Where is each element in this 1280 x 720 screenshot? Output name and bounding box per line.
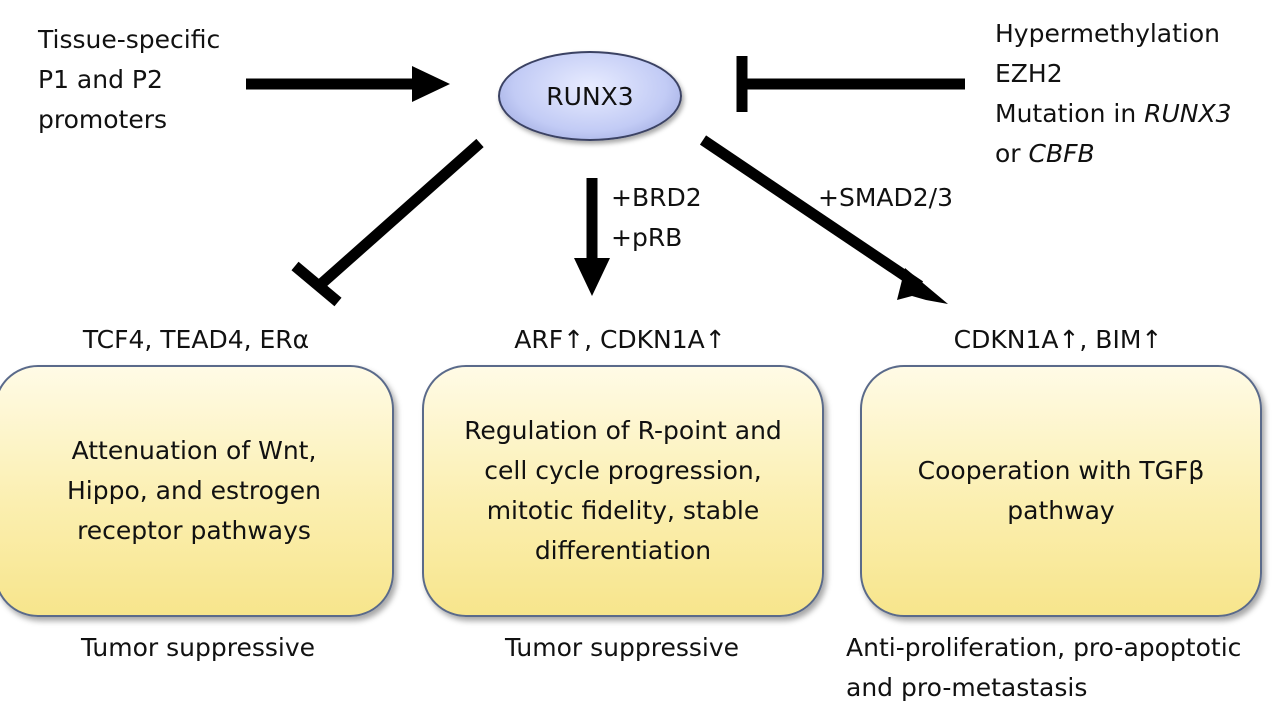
inhibitor-line: Hypermethylation	[995, 19, 1221, 48]
outcome-line: and pro-metastasis	[846, 673, 1088, 702]
box-line: Regulation of R-point and	[464, 416, 782, 445]
box-left: Attenuation of Wnt, Hippo, and estrogen …	[0, 365, 394, 617]
box-line: Hippo, and estrogen	[67, 476, 321, 505]
gene-name: RUNX3	[1144, 99, 1232, 128]
outcome-line: Anti-proliferation, pro-apoptotic	[846, 633, 1242, 662]
right-cofactor: +SMAD2/3	[818, 183, 953, 212]
box-line: mitotic fidelity, stable	[486, 496, 760, 525]
box-right-text: Cooperation with TGFβ pathway	[918, 451, 1205, 531]
cofactor-label: +BRD2	[611, 183, 702, 212]
runx3-label: RUNX3	[546, 81, 634, 111]
targets-left: TCF4, TEAD4, ERα	[82, 325, 310, 354]
inhibition-bar-left	[291, 138, 484, 307]
outcome-middle: Tumor suppressive	[504, 633, 740, 662]
box-line: differentiation	[534, 536, 712, 565]
inhibition-bar-upstream	[736, 56, 965, 112]
box-line: Cooperation with TGFβ	[917, 456, 1205, 485]
inhibitor-line: or CBFB	[995, 134, 1232, 174]
box-line: cell cycle progression,	[484, 456, 762, 485]
outcome-left: Tumor suppressive	[80, 633, 316, 662]
box-left-text: Attenuation of Wnt, Hippo, and estrogen …	[67, 431, 321, 551]
promoters-line: Tissue-specific	[38, 25, 221, 54]
gene-name: CBFB	[1028, 139, 1095, 168]
box-right: Cooperation with TGFβ pathway	[860, 365, 1262, 617]
promoters-label: Tissue-specific P1 and P2 promoters	[38, 20, 220, 140]
middle-cofactors: +BRD2 +pRB	[611, 178, 702, 258]
inhibitor-text: Mutation in	[995, 99, 1145, 128]
promoters-line: P1 and P2	[38, 65, 163, 94]
box-line: pathway	[1007, 496, 1115, 525]
box-line: receptor pathways	[77, 516, 311, 545]
inhibitor-line: EZH2	[995, 59, 1063, 88]
box-line: Attenuation of Wnt,	[71, 436, 317, 465]
activation-arrow-right	[699, 135, 948, 304]
cofactor-label: +pRB	[611, 223, 683, 252]
targets-middle: ARF↑, CDKN1A↑	[514, 325, 726, 354]
promoters-line: promoters	[38, 105, 168, 134]
activation-arrow-middle	[574, 178, 610, 296]
activation-arrow-promoters	[246, 66, 450, 102]
inhibitor-line: Mutation in RUNX3	[995, 94, 1232, 134]
box-middle-text: Regulation of R-point and cell cycle pro…	[464, 411, 782, 571]
runx3-node: RUNX3	[498, 51, 682, 141]
inhibitor-text: or	[995, 139, 1029, 168]
box-middle: Regulation of R-point and cell cycle pro…	[422, 365, 824, 617]
outcome-right: Anti-proliferation, pro-apoptotic and pr…	[846, 628, 1241, 708]
inhibitors-label: Hypermethylation EZH2 Mutation in RUNX3 …	[995, 14, 1232, 174]
targets-right: CDKN1A↑, BIM↑	[953, 325, 1163, 354]
